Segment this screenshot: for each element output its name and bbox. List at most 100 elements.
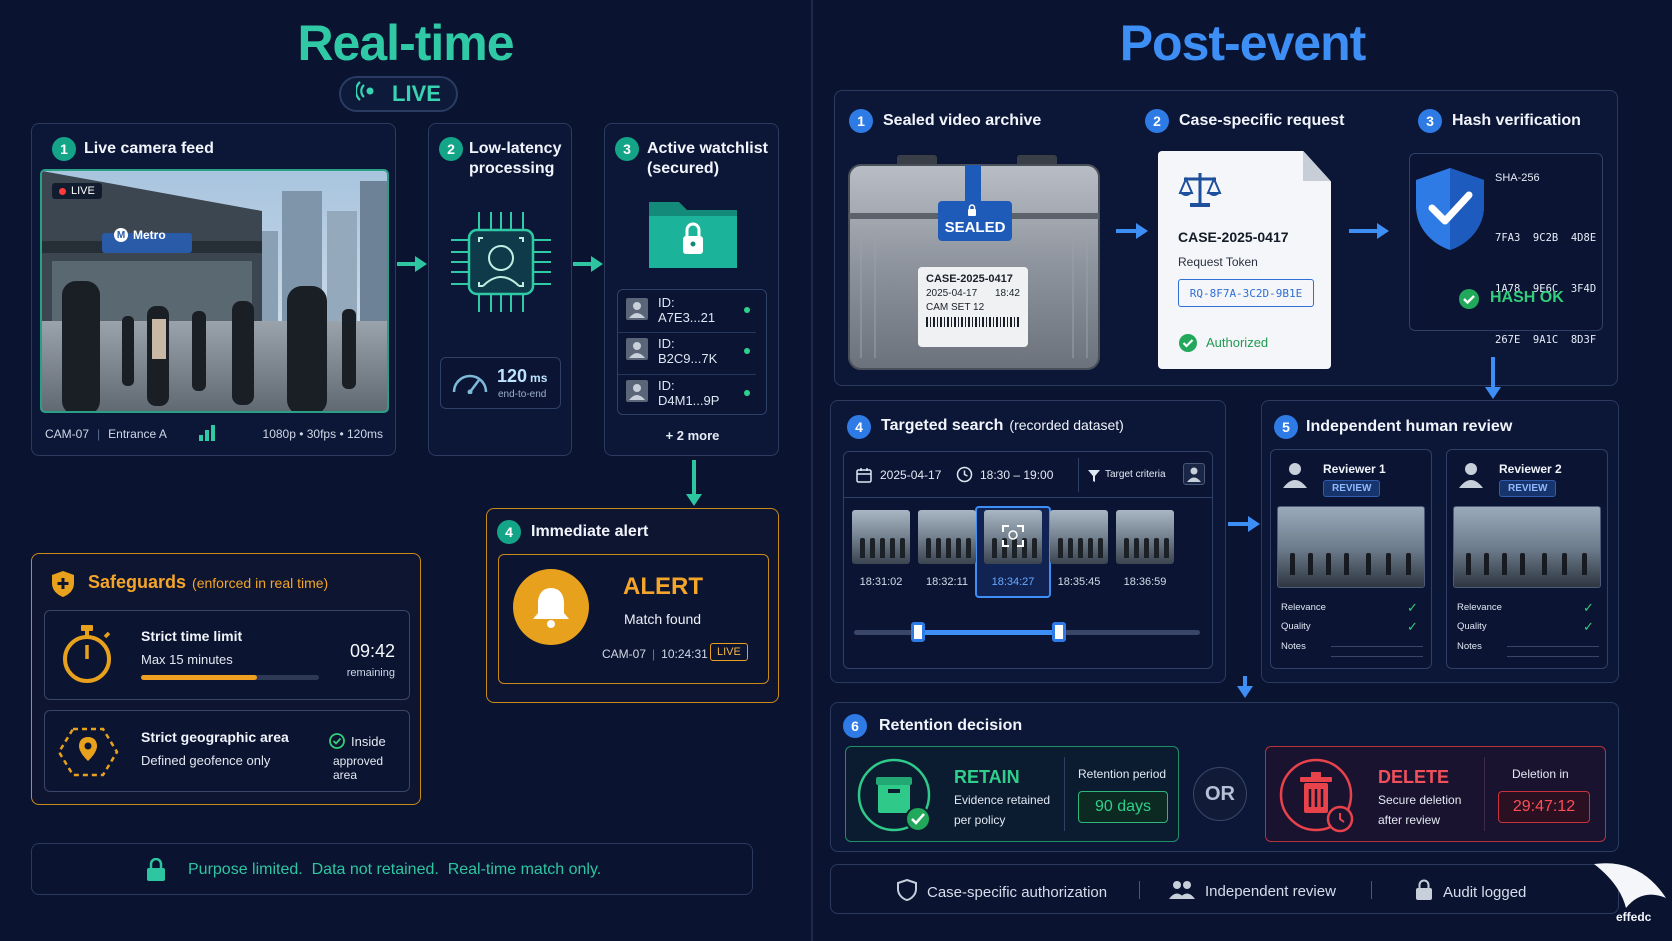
hash-line: 1A78 9E6C 3F4D xyxy=(1495,283,1597,295)
search-date[interactable]: 2025-04-17 xyxy=(880,468,942,482)
review-badge[interactable]: REVIEW xyxy=(1499,480,1557,497)
camera-feed-image: LIVE M Metro xyxy=(40,169,389,413)
time-slider-track[interactable] xyxy=(854,622,1200,642)
reviewer-avatar-icon xyxy=(1281,460,1309,493)
search-filter-bar: 2025-04-17 18:30 – 19:00 Target criteria xyxy=(844,452,1212,498)
search-thumbnail[interactable] xyxy=(852,510,910,564)
latency-number: 120 xyxy=(497,366,528,386)
step-number: 2 xyxy=(1145,109,1169,133)
target-criteria-button[interactable]: Target criteria xyxy=(1078,458,1210,492)
authorized-check-icon xyxy=(1178,333,1198,358)
or-separator: OR xyxy=(1193,767,1247,821)
thumbnail-timestamp: 18:31:02 xyxy=(859,576,903,588)
trash-clock-icon xyxy=(1278,757,1358,840)
card-title: Targeted search (recorded dataset) xyxy=(881,417,1124,435)
step-number: 3 xyxy=(615,137,639,161)
step-number: 2 xyxy=(439,137,463,161)
geofence-panel: Strict geographic area Defined geofence … xyxy=(44,710,410,792)
lock-icon xyxy=(146,857,166,887)
slider-handle-start[interactable] xyxy=(911,622,925,642)
section-divider xyxy=(811,0,813,941)
card-title-line1: Low-latency xyxy=(469,140,562,157)
card-title: Independent human review xyxy=(1306,418,1513,435)
broadcast-icon xyxy=(354,81,384,107)
calendar-icon xyxy=(856,467,872,488)
group-icon xyxy=(1169,879,1195,903)
slider-handle-end[interactable] xyxy=(1052,622,1066,642)
hash-line: 7FA3 9C2B 4D8E xyxy=(1495,232,1597,244)
search-panel: 2025-04-17 18:30 – 19:00 Target criteria… xyxy=(843,451,1213,669)
step-number: 6 xyxy=(843,714,867,738)
sealed-case-icon: SEALED CASE-2025-0417 2025-04-17 18:42 C… xyxy=(847,153,1101,371)
hash-ok-check-icon xyxy=(1458,288,1480,315)
step-number: 3 xyxy=(1418,109,1442,133)
status-dot xyxy=(744,347,750,354)
request-status: Authorized xyxy=(1206,335,1269,350)
flow-arrow-down xyxy=(686,460,702,506)
geofence-title: Strict geographic area xyxy=(141,729,289,745)
person-icon xyxy=(626,297,648,323)
shield-check-icon xyxy=(1412,166,1488,257)
brand-logo-text: effedc xyxy=(1616,910,1652,924)
quality-check-icon: ✓ xyxy=(1407,619,1418,634)
flow-arrow xyxy=(1228,516,1260,532)
target-criteria-label: Target criteria xyxy=(1105,469,1166,480)
metro-logo: M xyxy=(114,228,128,242)
barcode xyxy=(926,317,1020,327)
option-divider xyxy=(1484,757,1485,831)
alert-live-tag: LIVE xyxy=(710,643,748,661)
hash-algo: SHA-256 xyxy=(1495,172,1540,184)
evidence-case: CASE-2025-0417 xyxy=(926,273,1013,285)
search-time-range[interactable]: 18:30 – 19:00 xyxy=(980,468,1054,482)
targeted-search-card: 4 Targeted search (recorded dataset) 202… xyxy=(830,400,1226,683)
card-title: Hash verification xyxy=(1452,112,1581,129)
review-badge[interactable]: REVIEW xyxy=(1323,480,1381,497)
realtime-footer-text: Purpose limited. Data not retained. Real… xyxy=(188,861,602,878)
thumbnail-timestamp: 18:34:27 xyxy=(991,576,1035,588)
quality-check-icon: ✓ xyxy=(1583,619,1594,634)
status-dot xyxy=(744,307,750,313)
notes-line xyxy=(1507,656,1599,657)
card-title-line1: Active watchlist xyxy=(647,140,768,157)
time-remaining: 09:42 xyxy=(349,641,395,661)
flow-arrow xyxy=(573,256,603,272)
retention-decision-card: 6 Retention decision RETAIN Evidence ret… xyxy=(830,702,1619,852)
retain-option[interactable]: RETAIN Evidence retained per policy Rete… xyxy=(845,746,1179,842)
thumbnail-timestamp: 18:32:11 xyxy=(925,576,968,588)
step-number: 5 xyxy=(1274,415,1298,439)
hash-status: HASH OK xyxy=(1490,289,1564,306)
step-number: 4 xyxy=(497,520,521,544)
review-frame-image xyxy=(1277,506,1425,588)
reviewer-panel: Reviewer 1 REVIEW Relevance ✓ Quality ✓ … xyxy=(1270,449,1432,669)
shield-outline-icon xyxy=(897,878,917,905)
card-title-main: Targeted search xyxy=(881,417,1004,434)
flow-arrow xyxy=(1116,223,1148,239)
watchlist-id: ID: B2C9...7K xyxy=(658,335,718,366)
review-field: Quality xyxy=(1281,621,1311,632)
search-thumbnail[interactable] xyxy=(918,510,976,564)
face-target-icon xyxy=(1001,524,1025,553)
card-title: Live camera feed xyxy=(84,140,214,157)
search-thumbnail[interactable] xyxy=(1116,510,1174,564)
step-number: 4 xyxy=(847,415,871,439)
watchlist-more: + 2 more xyxy=(665,428,720,443)
postevent-title: Post-event xyxy=(1119,15,1367,71)
metro-sign: M Metro xyxy=(114,228,166,242)
lock-outline-icon xyxy=(1415,879,1433,905)
delete-line2: after review xyxy=(1378,813,1441,827)
delete-option[interactable]: DELETE Secure deletion after review Dele… xyxy=(1265,746,1606,842)
time-limit-sub: Max 15 minutes xyxy=(141,652,233,667)
evidence-set: CAM SET 12 xyxy=(926,302,985,313)
notes-line xyxy=(1331,646,1423,647)
search-thumbnail[interactable] xyxy=(1050,510,1108,564)
camera-specs: 1080p • 30fps • 120ms xyxy=(262,427,383,441)
evidence-datetime: 2025-04-17 18:42 xyxy=(926,288,1020,299)
live-indicator: LIVE xyxy=(339,76,458,112)
card-title: Immediate alert xyxy=(531,523,649,540)
watchlist-id: ID: A7E3...21 xyxy=(658,295,716,325)
bell-icon xyxy=(513,569,589,645)
footer-label: Audit logged xyxy=(1443,883,1527,901)
geofence-status-line2: approved area xyxy=(333,754,384,782)
search-thumbnail[interactable] xyxy=(984,510,1042,564)
